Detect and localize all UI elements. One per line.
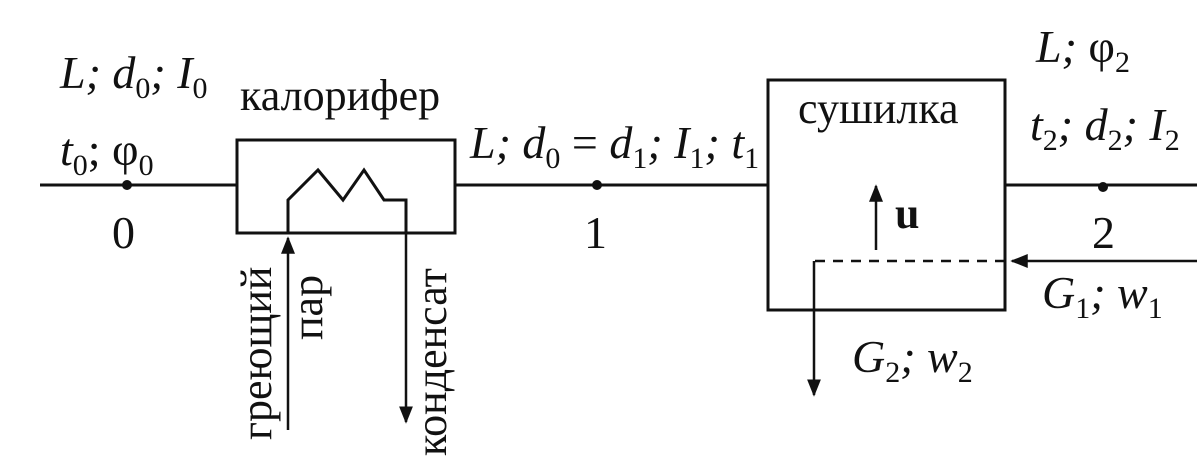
heater-coil <box>286 167 408 232</box>
heater-label: калорифер <box>240 71 440 120</box>
point-1-label: 1 <box>584 207 607 258</box>
dryer-label: сушилка <box>798 84 959 133</box>
state-1-label: L; d0 = d1; I1; t1 <box>469 117 759 175</box>
dried-material-label: G2; w2 <box>852 331 973 389</box>
steam-label-word2: пар <box>283 275 332 340</box>
steam-label-word1: греющий <box>232 267 281 440</box>
state-2-line2: t2; d2; I2 <box>1030 99 1180 157</box>
point-1-dot <box>592 180 602 190</box>
wet-material-label: G1; w1 <box>1042 267 1163 325</box>
point-2-label: 2 <box>1092 207 1115 258</box>
dryer-box <box>766 78 1007 312</box>
state-0-line2: t0; φ0 <box>60 124 154 182</box>
point-2-dot <box>1098 182 1108 192</box>
moisture-symbol: u <box>895 189 919 238</box>
condensate-label: конденсат <box>407 268 456 456</box>
state-0-line1: L; d0; I0 <box>59 47 208 105</box>
point-0-dot <box>122 180 132 190</box>
heater-box <box>235 138 457 235</box>
point-0-label: 0 <box>112 207 135 258</box>
state-2-line1: L; φ2 <box>1035 21 1130 79</box>
